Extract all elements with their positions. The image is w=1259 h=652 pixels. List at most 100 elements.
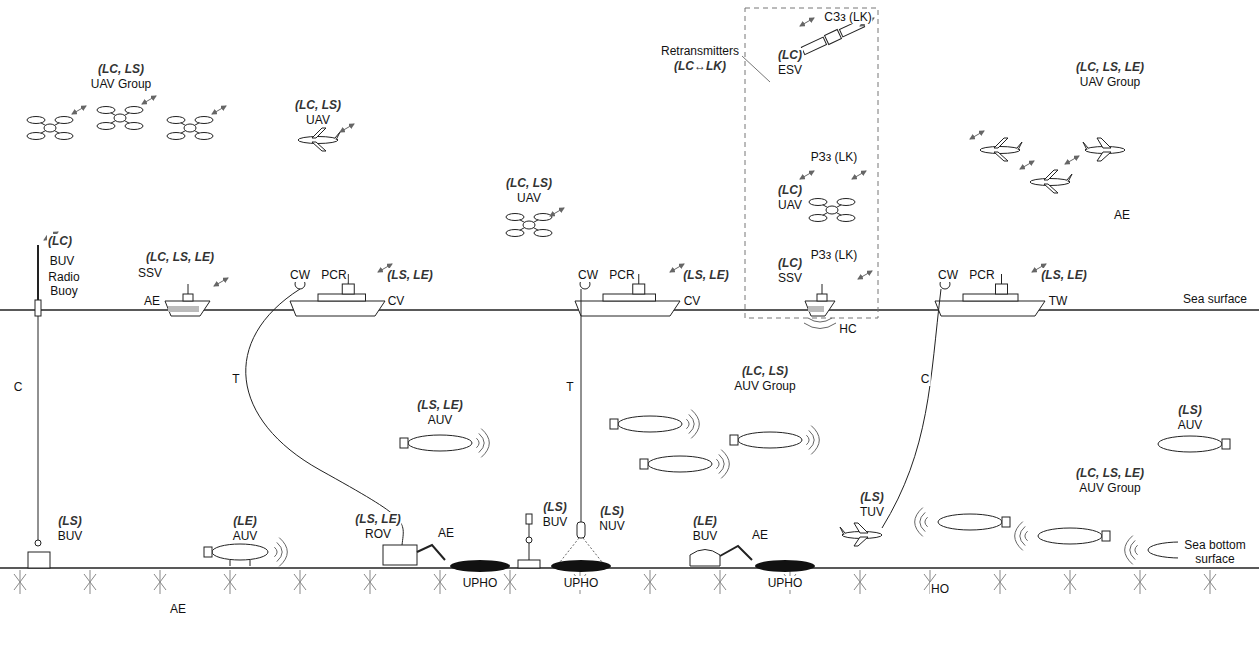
label: Retransmitters [660,44,740,58]
sonar-wave [279,538,287,567]
sonar-wave [274,547,277,557]
quad-body [826,206,838,214]
auv-tail [610,419,618,429]
label: BUV [542,515,569,529]
rotor [97,123,115,130]
auv-tail [1102,531,1110,541]
label: AE [751,528,769,542]
label: AUV [232,529,259,543]
radio-buoy [35,300,41,316]
rotor [195,117,213,124]
link-arrow [858,271,872,279]
auv-hull [938,514,1002,530]
sonar-wave [716,459,719,469]
label: AE [143,294,161,308]
label: UAV [305,113,331,127]
plane-body [1030,179,1070,186]
ground-hatch [1134,570,1146,594]
ship-deck [318,294,366,301]
rov-body [383,545,417,565]
label: (LC, LS, LE) [145,250,215,264]
sonar-wave [1125,536,1133,565]
label: CV [387,294,406,308]
label: (LE) [692,514,717,528]
rotor [55,117,73,124]
link-arrow [212,106,226,114]
label: (LS) [542,500,567,514]
auv-tail [400,438,408,448]
rotor [534,230,552,237]
cable [38,316,39,540]
ground-hatch [644,570,656,594]
plane-wing [994,138,1022,161]
label: (LC, LS, LE) [1075,60,1145,74]
solar-panel [801,37,826,54]
link-arrow [800,18,814,26]
leader-line [742,56,770,82]
label: UPHO [563,576,600,590]
label: CW [577,268,599,282]
satellite-body [825,30,842,45]
ship-hull [290,301,385,316]
rotor [167,133,185,140]
label: (LS, LE) [1040,268,1087,282]
auv-hull [1038,528,1102,544]
sonar-wave [1020,526,1025,545]
label: UAV Group [1079,75,1141,89]
sonar-wave [481,429,489,458]
link-arrow [214,278,228,286]
plane-wing [312,128,340,151]
rotor [55,133,73,140]
buoy-float [526,537,532,543]
ship-shadow [168,306,199,312]
plane-wing [840,523,868,546]
link-arrow [72,106,86,114]
label: (LC) [777,48,803,62]
auv-hull [618,416,682,432]
rotor [809,199,827,206]
ground-hatch [994,570,1006,594]
ground-hatch [1064,570,1076,594]
label: РЗз (LK) [810,150,859,164]
label: CW [289,268,311,282]
label: (LC, LS) [505,176,553,190]
label: (LC) [777,256,803,270]
plane-body [980,147,1020,154]
auv-tail [1002,517,1010,527]
label: T [565,380,574,394]
ground-hatch [364,570,376,594]
sonar-wave [719,454,724,473]
label: AUV Group [1078,481,1141,495]
rotor [534,214,552,221]
label: UPHO [462,576,499,590]
tether [246,289,404,545]
sonar-wave [721,450,729,479]
ship-hull [165,301,210,316]
label: TW [1048,294,1069,308]
plane-wing [1083,138,1111,161]
ship-deck [603,294,656,301]
plane-body [298,137,338,144]
rotor [506,230,524,237]
label: РЗз (LK) [810,248,859,262]
cable-joint [35,540,41,546]
link-arrow [1020,161,1034,169]
ground-hatch [714,570,726,594]
label: UPHO [767,576,804,590]
ground-hatch [294,570,306,594]
label: AUV Group [733,379,796,393]
underwater-object [450,560,510,572]
cable [882,289,941,528]
sonar-wave [691,410,699,439]
link-arrow [340,124,354,132]
label: (LS) [57,514,82,528]
ship-deck [963,294,1018,301]
mast [638,274,639,284]
label: (LC, LS) [741,364,789,378]
auv-hull [738,432,802,448]
link-arrow [550,208,564,216]
label: C [920,372,931,386]
label: AUV [1177,418,1204,432]
auv-tail [640,459,648,469]
link-arrow [1065,156,1079,164]
